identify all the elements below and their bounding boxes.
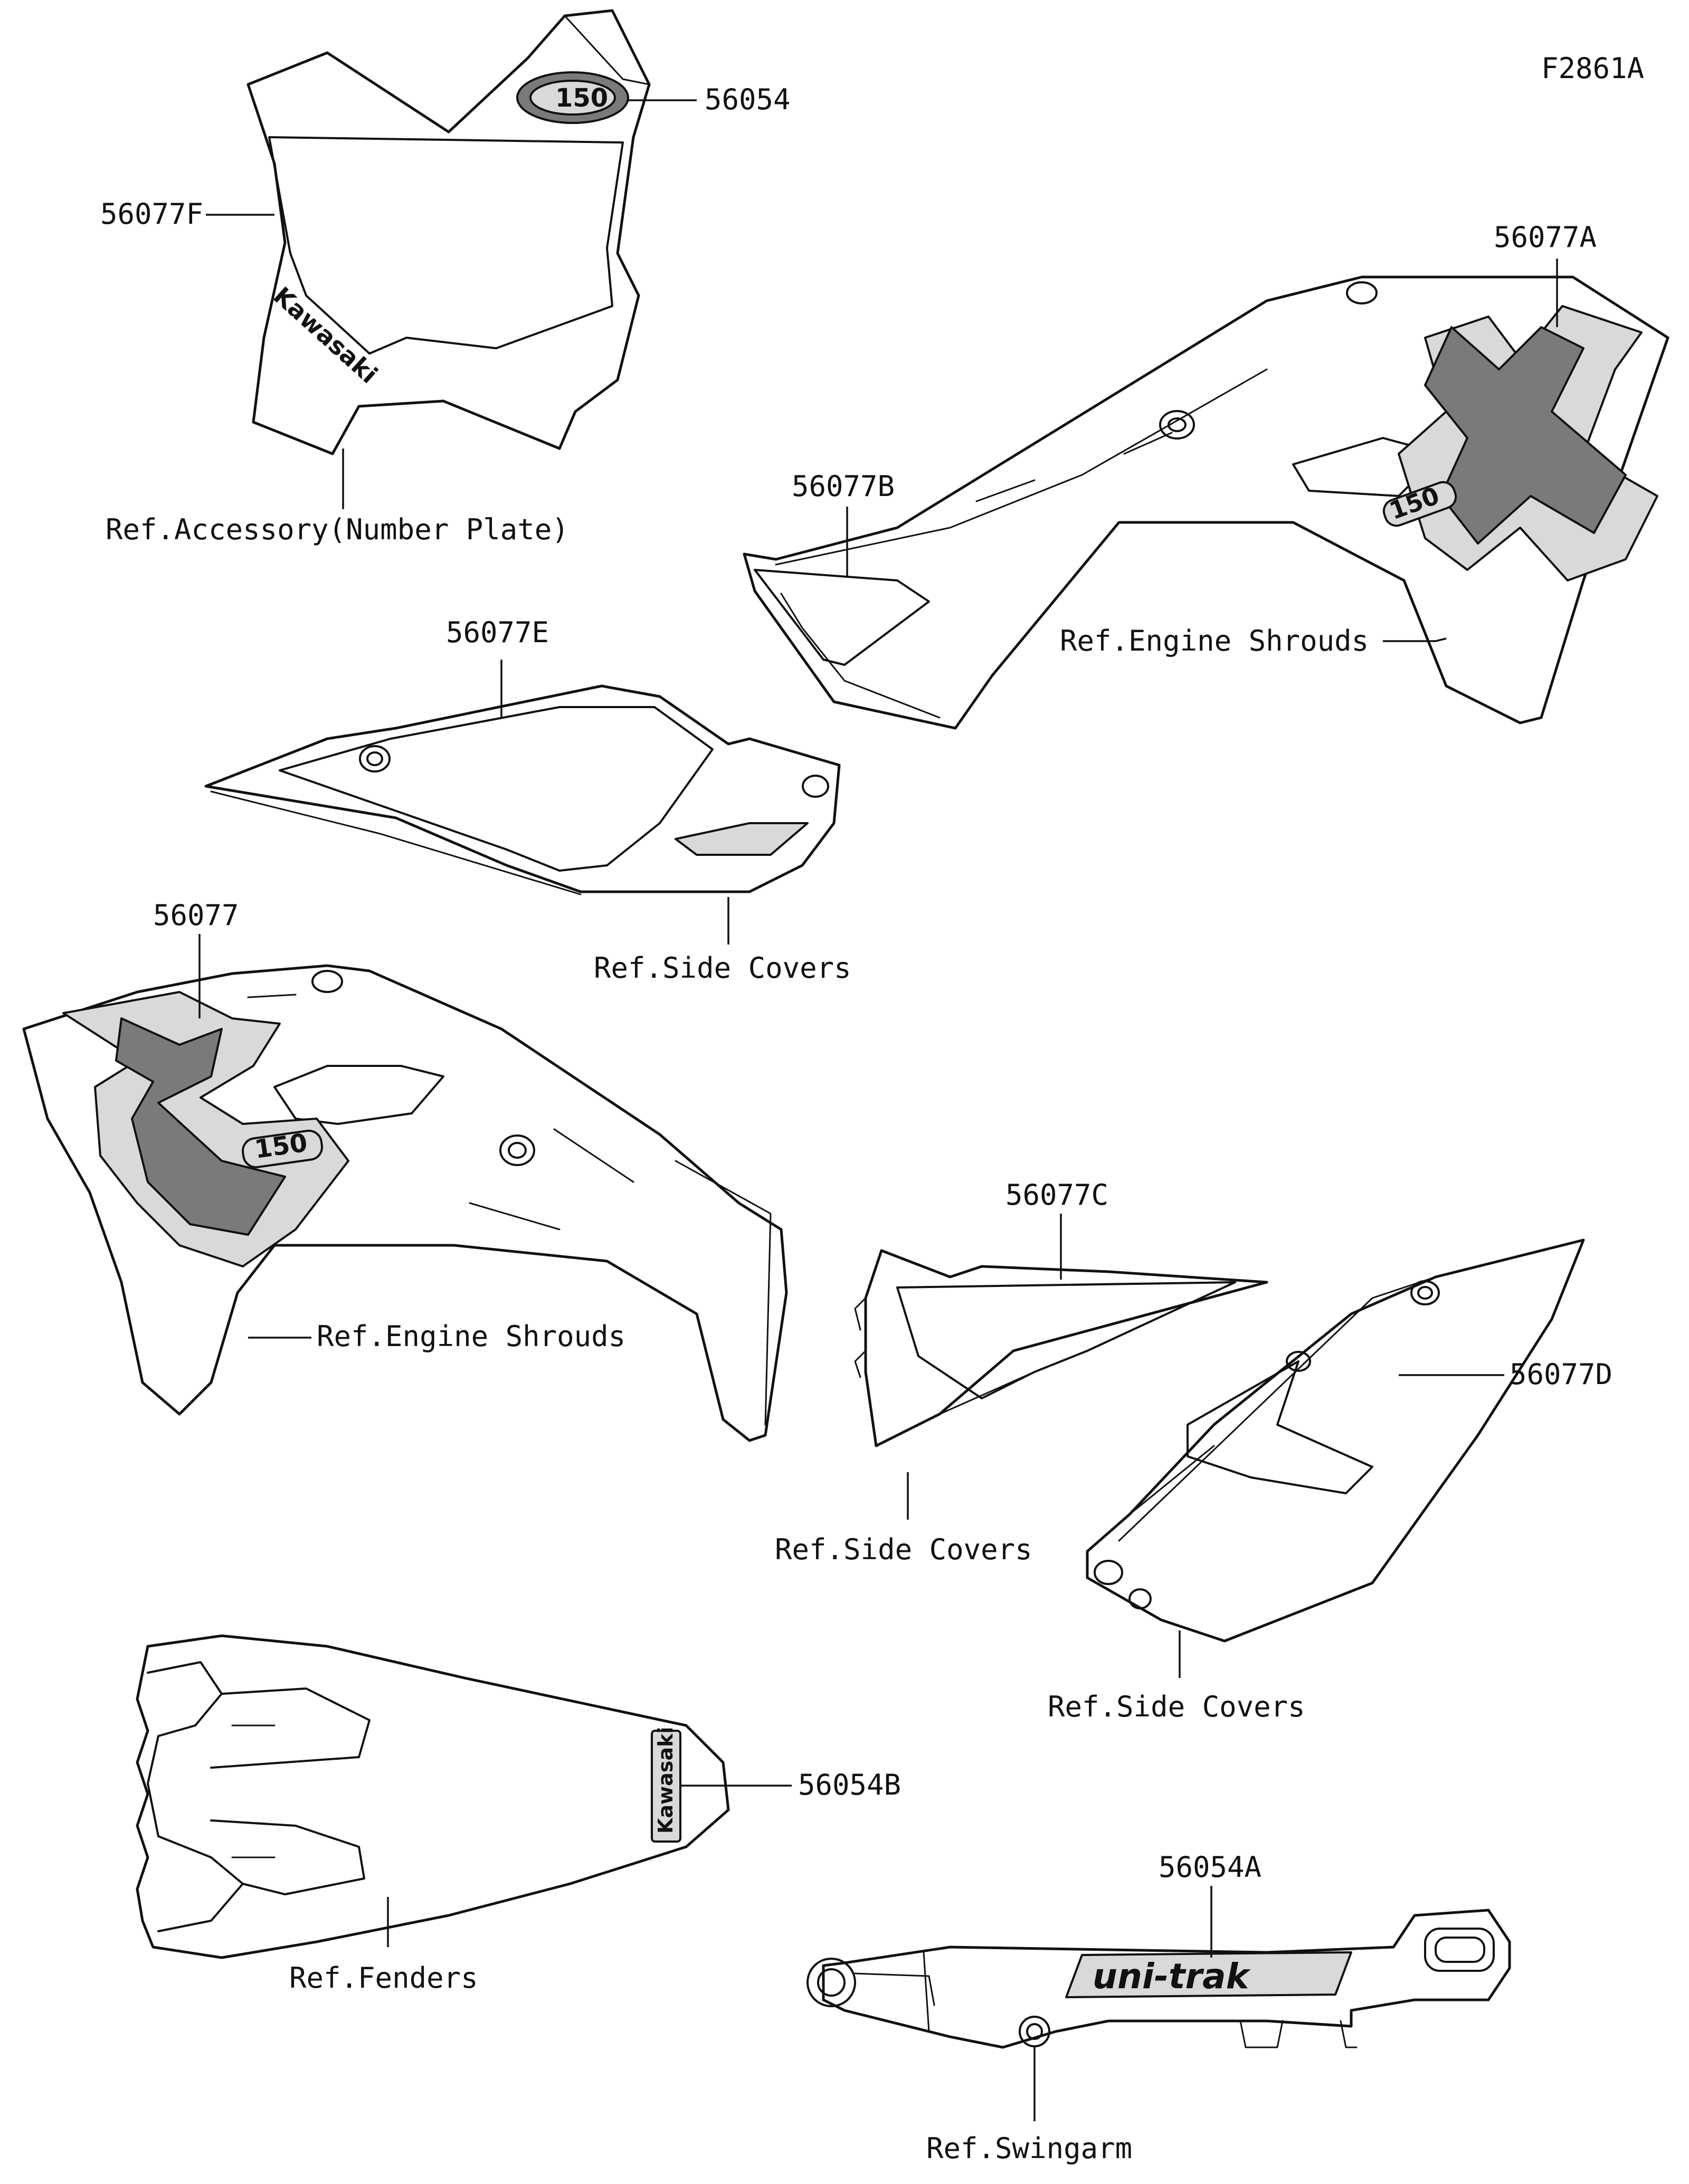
callout-56077A: 56077A — [1494, 221, 1597, 254]
ref-fenders: Ref.Fenders — [289, 1961, 478, 1995]
swingarm-logo-decal — [1065, 1951, 1352, 1998]
rear-fender-brand-decal — [651, 1730, 681, 1843]
diagram-code: F2861A — [1541, 52, 1644, 85]
left-shroud-x-decal — [62, 991, 349, 1267]
ref-side-covers-left: Ref.Side Covers — [775, 1533, 1032, 1566]
ref-swingarm: Ref.Swingarm — [926, 2132, 1132, 2165]
ref-side-covers-right: Ref.Side Covers — [1048, 1690, 1305, 1723]
right-side-cover — [1086, 1238, 1585, 1643]
callout-56077C: 56077C — [1005, 1178, 1108, 1212]
callout-56054B: 56054B — [798, 1768, 901, 1801]
number-plate: 150 Kawasaki — [246, 9, 651, 455]
callout-56077B: 56077B — [792, 470, 895, 503]
rear-fender: Kawasaki — [136, 1634, 730, 1959]
ref-engine-shrouds-right: Ref.Engine Shrouds — [1060, 624, 1369, 657]
callout-56077: 56077 — [153, 899, 239, 932]
ref-engine-shrouds-left: Ref.Engine Shrouds — [317, 1320, 625, 1353]
rear-fender-brand-text: Kawasaki — [654, 1727, 677, 1834]
swingarm: uni-trak — [806, 1909, 1511, 2049]
callout-56077D: 56077D — [1510, 1358, 1612, 1391]
number-plate-badge-text: 150 — [555, 83, 608, 113]
callout-56054A: 56054A — [1159, 1851, 1261, 1884]
callout-56077F: 56077F — [100, 197, 203, 231]
callout-56054: 56054 — [705, 83, 791, 116]
left-shroud-badge-text: 150 — [253, 1128, 309, 1164]
ref-number-plate: Ref.Accessory(Number Plate) — [106, 513, 569, 546]
swingarm-logo-text: uni-trak — [1093, 1956, 1251, 1997]
left-side-cover — [854, 1249, 1268, 1447]
upper-side-cover-vent-decal — [675, 822, 809, 856]
upper-side-cover — [204, 684, 841, 895]
right-engine-shroud: 150 — [743, 275, 1669, 730]
callout-56077E: 56077E — [446, 616, 549, 649]
ref-side-covers-upper: Ref.Side Covers — [594, 951, 851, 985]
left-engine-shroud: 150 — [22, 964, 788, 1442]
